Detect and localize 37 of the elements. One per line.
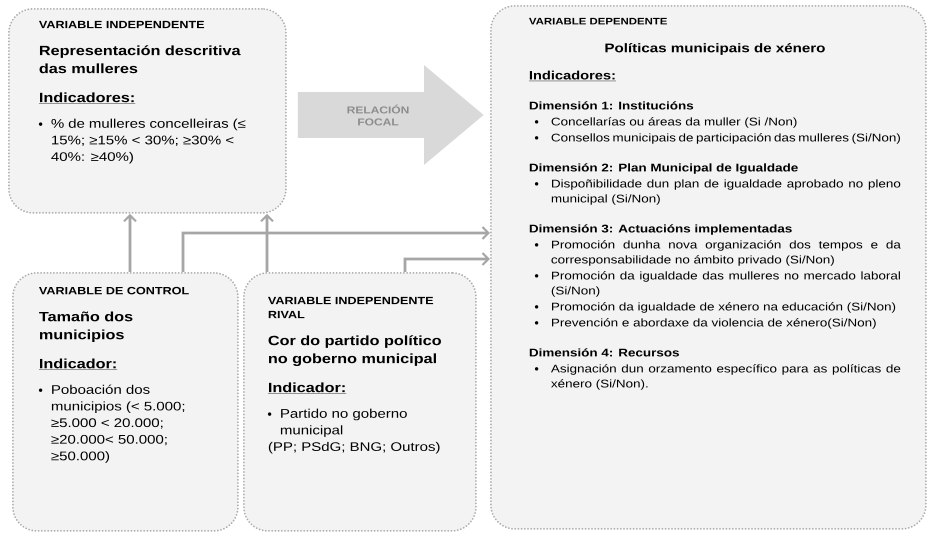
dimension-heading: Dimensión 3: Actuacións implementadas: [530, 224, 792, 235]
variable-type-heading: VARIABLE INDEPENDENTE RIVAL: [268, 296, 434, 318]
variable-box: [243, 272, 477, 532]
indicator-note: (PP; PSdG; BNG; Outros): [268, 442, 440, 454]
bullet-item: Concellarías ou áreas da muller (Si /Non): [552, 117, 797, 128]
variable-title: Tamaño dos municipios: [39, 311, 132, 342]
variable-type-heading: VARIABLE DEPENDENTE: [528, 18, 667, 24]
bullet-item: Consellos municipais de participación das mulleres (Si/Non): [552, 133, 900, 144]
variable-type-heading: VARIABLE DE CONTROL: [38, 286, 189, 294]
arrow: [404, 252, 490, 272]
arrow: [182, 226, 490, 272]
variable-title: Cor do partido político no goberno municipal: [268, 335, 441, 366]
dimension-heading: Dimensión 4: Recursos: [530, 348, 679, 357]
dimension-heading: Dimensión 2: Plan Municipal de Igualdade: [530, 163, 798, 174]
bullet-item: Prevención e abordaxe da violencia de xénero(Si/Non): [552, 318, 876, 329]
bullet-item: Promoción da igualdade das mulleres no mercado laboral (Si/Non): [552, 271, 900, 297]
indicator-heading: Indicador:: [268, 382, 346, 394]
indicator-heading: Indicadores:: [528, 70, 616, 82]
variable-title: Políticas municipais de xénero: [605, 43, 825, 55]
bullet-item: Promoción dunha nova organización dos tempos e da corresponsabilidade no ámbito privado (Si/Non): [551, 240, 901, 266]
indicator-heading: Indicadores:: [38, 92, 136, 104]
bullet-item: Poboación dos municipios (< 5.000; ≥5.000 < 20.000; ≥20.000< 50.000; ≥50.000): [51, 384, 184, 463]
bullet-item: % de mulleres concelleiras (≤ 15%; ≥15% < 30%; ≥30% < 40%: ≥40%): [51, 118, 246, 164]
variable-title: Representación descritiva das mulleres: [40, 45, 241, 74]
dimension-heading: Dimensión 1: Institucións: [530, 101, 694, 110]
variable-box: [8, 8, 287, 214]
bullet-item: Partido no goberno municipal: [280, 408, 407, 437]
arrow: [260, 214, 274, 272]
bullet-item: Promoción da igualdade de xénero na educación (Si/Non): [552, 302, 896, 313]
variable-box: [12, 272, 239, 532]
arrow: [123, 214, 137, 272]
bullet-item: Dispoñibilidade dun plan de igualdade aprobado no pleno municipal (Si/Non): [552, 179, 900, 205]
bullet-item: Asignación dun orzamento específico para as políticas de xénero (Si/Non).: [550, 364, 900, 390]
indicator-heading: Indicador:: [38, 358, 118, 370]
variable-type-heading: VARIABLE INDEPENDENTE: [38, 20, 204, 28]
variable-box: [490, 5, 927, 530]
edge-label: RELACIÓN FOCAL: [347, 104, 409, 126]
